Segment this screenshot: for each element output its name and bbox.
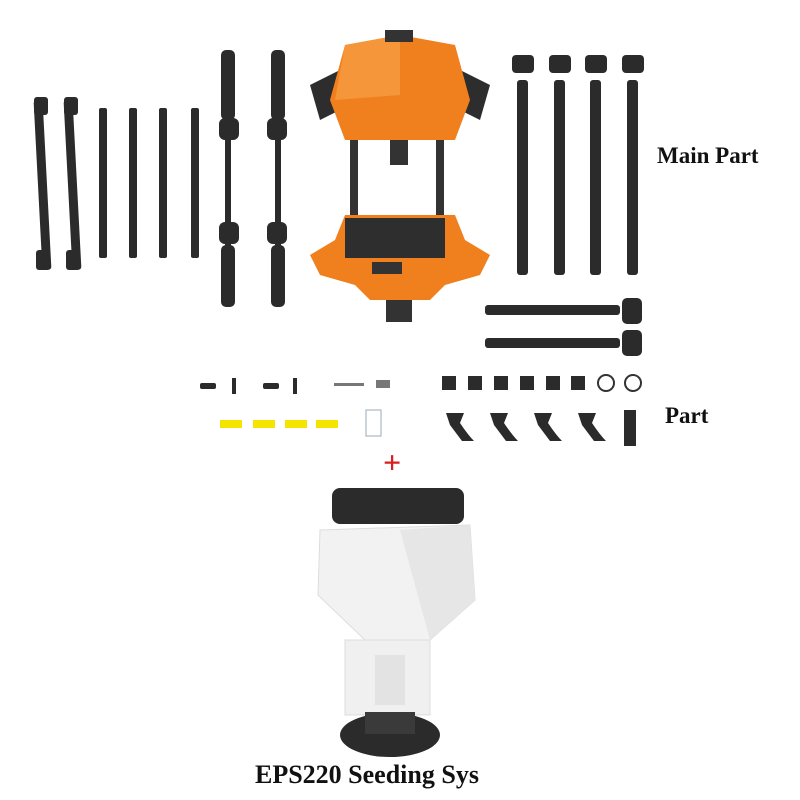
small-parts xyxy=(200,374,642,446)
left-arm-tubes xyxy=(33,97,199,270)
landing-gear-legs xyxy=(219,50,287,307)
main-part-label: Main Part xyxy=(657,143,759,168)
seeding-system-label: EPS220 Seeding Sys xyxy=(255,760,479,789)
plus-sign: + xyxy=(383,444,402,480)
seeding-system-unit xyxy=(317,488,476,757)
drone-center-frame xyxy=(310,30,490,322)
part-label: Part xyxy=(665,403,709,428)
right-arm-tubes xyxy=(485,55,644,356)
